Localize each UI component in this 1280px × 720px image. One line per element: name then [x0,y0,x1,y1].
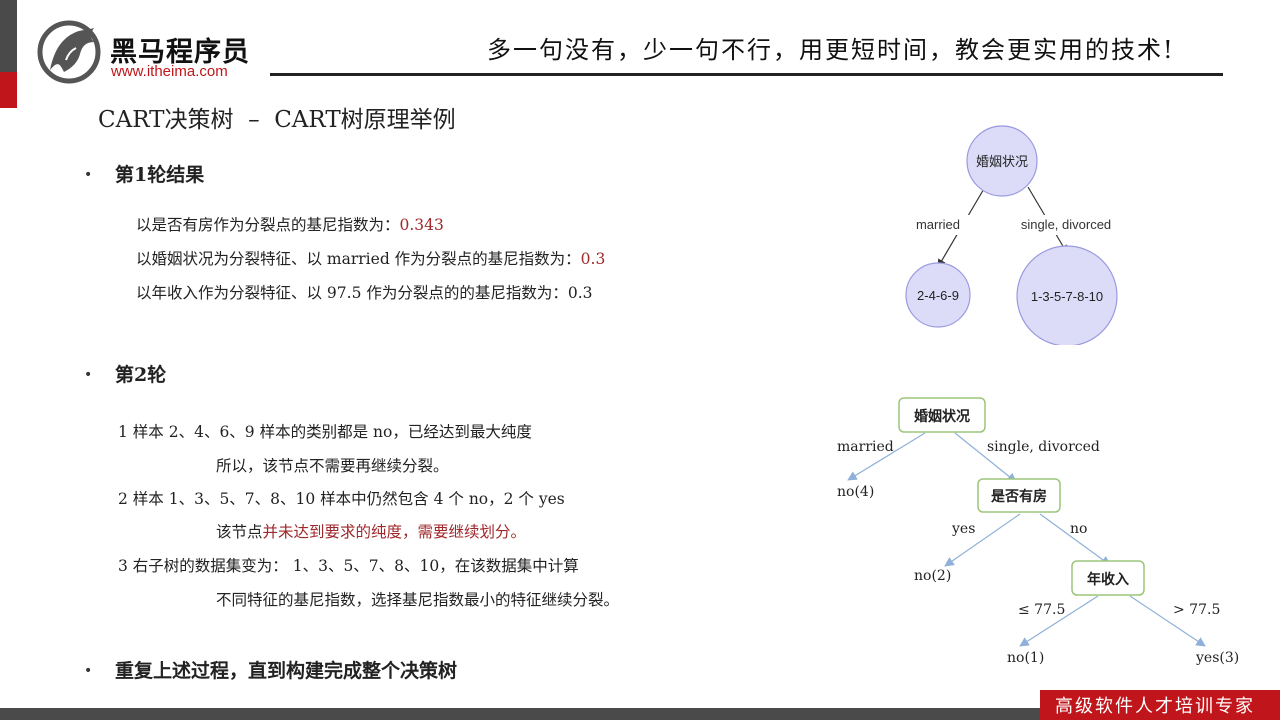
tagline-box [1040,690,1280,720]
tree2-leaf-yes3: yes(3) [1195,650,1239,666]
tree2-leaf-no2: no(2) [914,568,951,584]
tree2-edge-single [954,432,1017,483]
section2-item-1-line-1: 1 样本 2、4、6、9 样本的类别都是 no，已经达到最大纯度 [118,423,532,441]
section1-heading: 第1轮结果 [115,164,205,186]
line-text: 以婚姻状况为分裂特征、以 married 作为分裂点的基尼指数为： [136,250,581,268]
tree2-no-label: no [1070,521,1087,537]
horse-logo-icon [37,20,101,84]
tree1-left-leaf [905,262,971,328]
tree2-root-label: 婚姻状况 [914,408,970,425]
header-divider [270,73,1223,76]
bullet-dot: • [84,367,93,383]
tree1-right-leaf-label: 1-3-5-7-8-10 [1031,289,1103,304]
footer-bar [0,708,1280,720]
brand-url: www.itheima.com [111,63,228,80]
tree2-edge-married [847,432,926,481]
brand-name: 黑马程序员 [110,37,250,68]
tree2-yes-label: yes [951,521,975,537]
section2-heading: 第2轮 [115,364,167,386]
tree1-root-label: 婚姻状况 [976,154,1028,169]
section3-heading: 重复上述过程，直到构建完成整个决策树 [115,660,458,682]
section2-item-3-line-1: 3 右子树的数据集变为： 1、3、5、7、8、10，在该数据集中计算 [118,557,579,575]
line-text: 以是否有房作为分裂点的基尼指数为： [136,216,400,234]
tree1-root-node [966,125,1038,197]
tree2-house-box [977,478,1061,513]
slogan: 多一句没有，少一句不行，用更短时间，教会更实用的技术! [487,36,1175,64]
line-text: 该节点 [216,523,263,541]
tree2-leaf-no1: no(1) [1007,650,1044,666]
edge-label-bg [910,215,980,235]
tree2-root-box [898,397,986,433]
tree2-edge-no [1039,513,1111,566]
tree1-left-edge-label: married [916,217,960,232]
tree2-income-label: 年收入 [1087,571,1129,588]
section2-item-3-line-2: 不同特征的基尼指数，选择基尼指数最小的特征继续分裂。 [216,591,620,609]
tree2-income-box [1071,560,1145,596]
slide-title: CART决策树 – CART树原理举例 [98,107,456,133]
section1-line-3: 以年收入作为分裂特征、以 97.5 作为分裂点的的基尼指数为：0.3 [136,284,593,302]
tree2-edge-le [1019,595,1099,647]
section1-line-2: 以婚姻状况为分裂特征、以 married 作为分裂点的基尼指数为：0.3 [136,247,605,269]
gini-value: 0.3 [580,250,606,268]
section2-item-2-line-2: 该节点并未达到要求的纯度，需要继续划分。 [216,520,526,542]
section1-line-1: 以是否有房作为分裂点的基尼指数为：0.343 [136,213,444,235]
edge-label-bg [1012,215,1122,235]
left-accent-bar [0,0,17,72]
section2-item-2-line-1: 2 样本 1、3、5、7、8、10 样本中仍然包含 4 个 no，2 个 yes [118,490,565,508]
tree2-edge-yes [944,513,1021,567]
tree1-right-leaf [1016,245,1118,345]
left-accent-bar-red [0,72,17,108]
tree2-diagram: 婚姻状况 是否有房 年收入 married single, divorced n… [837,397,1239,666]
tree2-married-label: married [837,439,894,455]
tree2-edge-gt [1129,595,1206,647]
tree1-left-leaf-label: 2-4-6-9 [917,288,959,303]
bullet-dot: • [84,167,93,183]
tree2-single-label: single, divorced [987,439,1100,455]
tree1-diagram: 婚姻状况 married single, divorced 2-4-6-9 1-… [905,125,1122,345]
tree2-house-label: 是否有房 [991,488,1047,505]
gini-value: 0.343 [399,216,444,234]
tree2-gt-label: > 77.5 [1173,602,1220,618]
footer-tagline: 高级软件人才培训专家 [1055,696,1255,717]
tree1-right-edge-label: single, divorced [1021,217,1111,232]
tree2-leaf-no4: no(4) [837,484,874,500]
tree2-le-label: ≤ 77.5 [1018,602,1065,618]
section2-item-1-line-2: 所以，该节点不需要再继续分裂。 [216,457,449,475]
highlight-text: 并未达到要求的纯度，需要继续划分。 [262,523,527,541]
bullet-dot: • [84,663,93,679]
